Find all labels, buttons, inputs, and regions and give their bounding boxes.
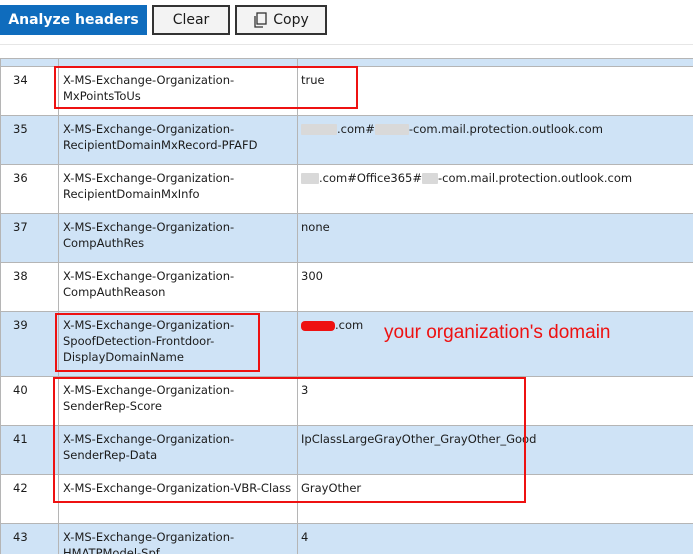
row-number: 41: [0, 425, 59, 475]
headers-table-container[interactable]: 34 X-MS-Exchange-Organization-MxPointsTo…: [0, 58, 693, 554]
header-name: X-MS-Exchange-Organization-RecipientDoma…: [58, 115, 298, 165]
copy-button[interactable]: Copy: [235, 5, 327, 35]
row-number: 39: [0, 311, 59, 377]
toolbar: Analyze headers Clear Copy: [0, 0, 693, 45]
header-name: X-MS-Exchange-Organization-SenderRep-Sco…: [58, 376, 298, 426]
row-number: 43: [0, 523, 59, 554]
row-number: 42: [0, 474, 59, 524]
table-row-partial: [0, 58, 693, 67]
blurred-text: [301, 173, 319, 184]
header-value: none: [297, 213, 693, 263]
header-value: 4: [297, 523, 693, 554]
table-row: 39 X-MS-Exchange-Organization-SpoofDetec…: [0, 311, 693, 377]
headers-table: 34 X-MS-Exchange-Organization-MxPointsTo…: [0, 58, 693, 554]
row-number: 34: [0, 66, 59, 116]
table-row: 37 X-MS-Exchange-Organization-CompAuthRe…: [0, 213, 693, 263]
blurred-text: [422, 173, 439, 184]
table-row: 41 X-MS-Exchange-Organization-SenderRep-…: [0, 425, 693, 475]
table-row: 38 X-MS-Exchange-Organization-CompAuthRe…: [0, 262, 693, 312]
table-row: 43 X-MS-Exchange-Organization-HMATPModel…: [0, 523, 693, 554]
redacted-text: [301, 320, 335, 331]
header-name: X-MS-Exchange-Organization-CompAuthReaso…: [58, 262, 298, 312]
header-value: 3: [297, 376, 693, 426]
header-name: X-MS-Exchange-Organization-MxPointsToUs: [58, 66, 298, 116]
header-name: X-MS-Exchange-Organization-HMATPModel-Sp…: [58, 523, 298, 554]
analyze-headers-button[interactable]: Analyze headers: [0, 5, 147, 35]
header-name: X-MS-Exchange-Organization-SenderRep-Dat…: [58, 425, 298, 475]
row-number: 36: [0, 164, 59, 214]
header-name: X-MS-Exchange-Organization-RecipientDoma…: [58, 164, 298, 214]
header-name: X-MS-Exchange-Organization-VBR-Class: [58, 474, 298, 524]
blurred-text: [374, 124, 409, 135]
header-name: X-MS-Exchange-Organization-CompAuthRes: [58, 213, 298, 263]
row-number: 40: [0, 376, 59, 426]
clear-button[interactable]: Clear: [152, 5, 230, 35]
header-name: X-MS-Exchange-Organization-SpoofDetectio…: [58, 311, 298, 377]
header-value: true: [297, 66, 693, 116]
annotation-text: your organization's domain: [384, 322, 611, 343]
header-value: 300: [297, 262, 693, 312]
header-value: IpClassLargeGrayOther_GrayOther_Good: [297, 425, 693, 475]
copy-icon: [254, 12, 267, 28]
table-row: 36 X-MS-Exchange-Organization-RecipientD…: [0, 164, 693, 214]
header-value: .com: [297, 311, 693, 377]
table-row: 35 X-MS-Exchange-Organization-RecipientD…: [0, 115, 693, 165]
table-row: 34 X-MS-Exchange-Organization-MxPointsTo…: [0, 66, 693, 116]
table-row: 42 X-MS-Exchange-Organization-VBR-Class …: [0, 474, 693, 524]
header-value: .com#Office365#-com.mail.protection.outl…: [297, 164, 693, 214]
blurred-text: [301, 124, 337, 135]
table-row: 40 X-MS-Exchange-Organization-SenderRep-…: [0, 376, 693, 426]
row-number: 35: [0, 115, 59, 165]
header-value: .com#-com.mail.protection.outlook.com: [297, 115, 693, 165]
header-value: GrayOther: [297, 474, 693, 524]
row-number: 37: [0, 213, 59, 263]
copy-button-label: Copy: [273, 12, 309, 28]
row-number: 38: [0, 262, 59, 312]
